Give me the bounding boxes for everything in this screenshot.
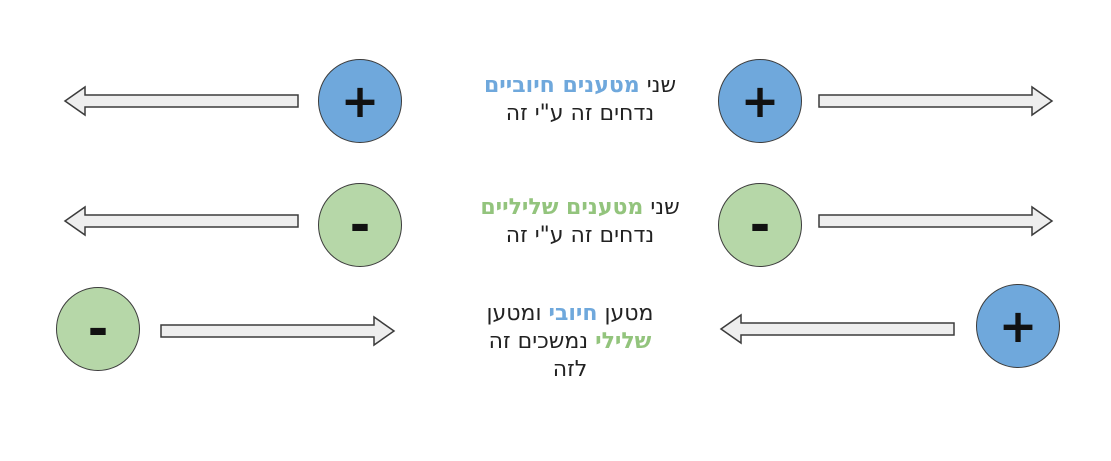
caption-text: שני — [643, 195, 680, 220]
highlight-positive-charge: חיובי — [548, 301, 598, 326]
caption-text: לזה — [552, 357, 588, 382]
highlight-positive-charges: מטענים חיוביים — [483, 73, 640, 98]
caption-like-negative-repel: שני מטענים שליליים נדחים זה ע"י זה — [440, 194, 720, 250]
left-arrow — [63, 85, 299, 117]
caption-text: נדחים זה ע"י זה — [505, 223, 655, 248]
positive-charge: + — [318, 59, 402, 143]
right-arrow — [818, 85, 1054, 117]
negative-charge: - — [718, 183, 802, 267]
caption-opposite-attract: מטען חיובי ומטען שלילי נמשכים זה לזה — [440, 300, 700, 384]
caption-text: שני — [639, 73, 677, 98]
positive-charge: + — [976, 284, 1060, 368]
caption-like-positive-repel: שני מטענים חיוביים נדחים זה ע"י זה — [440, 72, 720, 128]
right-arrow — [818, 205, 1054, 237]
highlight-negative-charge: שלילי — [595, 329, 652, 354]
highlight-negative-charges: מטענים שליליים — [480, 195, 644, 220]
positive-charge: + — [718, 59, 802, 143]
left-arrow — [63, 205, 299, 237]
negative-charge: - — [56, 287, 140, 371]
caption-text: מטען — [597, 301, 654, 326]
negative-charge: - — [318, 183, 402, 267]
right-arrow — [160, 315, 396, 347]
left-arrow — [719, 313, 955, 345]
caption-text: ומטען — [486, 301, 549, 326]
caption-text: נדחים זה ע"י זה — [505, 101, 655, 126]
caption-text: נמשכים זה — [488, 329, 596, 354]
